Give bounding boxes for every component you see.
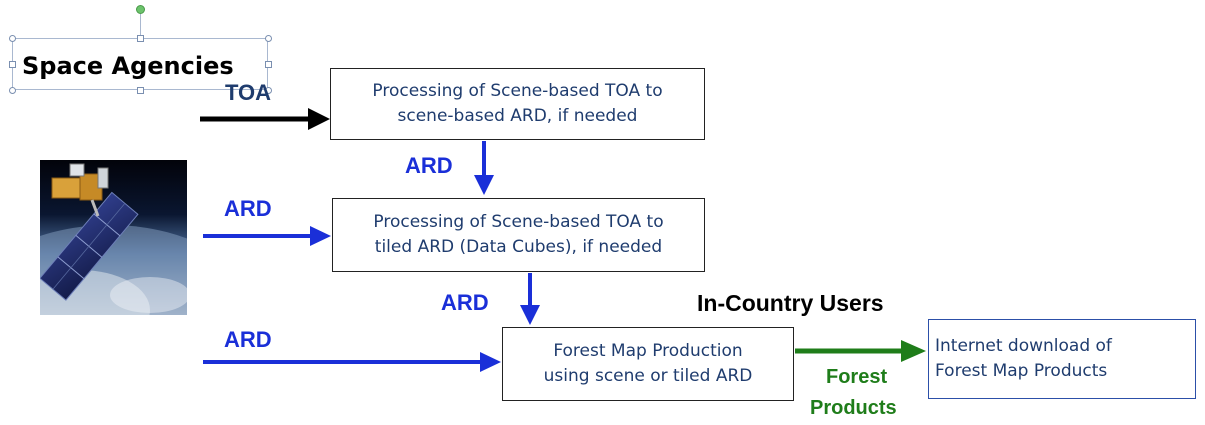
ard-label-input-3: ARD [224, 327, 272, 352]
ard-input-arrow-3 [203, 352, 501, 372]
resize-handle-middle-right[interactable] [265, 61, 272, 68]
resize-handle-bottom-left[interactable] [9, 87, 16, 94]
tiled-processing-text: Processing of Scene-based TOA to tiled A… [373, 212, 664, 257]
satellite-image [40, 160, 187, 315]
satellite-illustration [40, 160, 187, 315]
space-agencies-title: Space Agencies [22, 52, 234, 80]
tiled-processing-box: Processing of Scene-based TOA to tiled A… [332, 198, 705, 272]
resize-handle-top-left[interactable] [9, 35, 16, 42]
rotation-handle[interactable] [136, 5, 145, 14]
ard-label-down-1: ARD [405, 153, 453, 178]
forest-map-production-box: Forest Map Production using scene or til… [502, 327, 794, 401]
toa-arrow [200, 108, 330, 130]
forest-map-production-text: Forest Map Production using scene or til… [543, 341, 753, 386]
toa-processing-text: Processing of Scene-based TOA to scene-b… [372, 81, 663, 126]
in-country-users-label: In-Country Users [697, 290, 884, 316]
resize-handle-middle-left[interactable] [9, 61, 16, 68]
resize-handle-top-middle[interactable] [137, 35, 144, 42]
forest-products-arrow [795, 340, 926, 362]
resize-handle-bottom-middle[interactable] [137, 87, 144, 94]
ard-down-arrow-2 [520, 273, 540, 325]
resize-handle-top-right[interactable] [265, 35, 272, 42]
ard-input-arrow-2 [203, 226, 331, 246]
internet-download-text: Internet download of Forest Map Products [935, 336, 1112, 381]
toa-processing-box: Processing of Scene-based TOA to scene-b… [330, 68, 705, 140]
ard-label-down-2: ARD [441, 290, 489, 315]
ard-label-input-2: ARD [224, 196, 272, 221]
resize-handle-bottom-right[interactable] [265, 87, 272, 94]
forest-products-label-line1: Forest [826, 366, 888, 388]
internet-download-box: Internet download of Forest Map Products [928, 319, 1196, 399]
toa-label: TOA [225, 80, 272, 105]
forest-products-label-line2: Products [810, 397, 897, 419]
rotation-handle-stem [140, 14, 141, 38]
ard-down-arrow-1 [474, 141, 494, 195]
